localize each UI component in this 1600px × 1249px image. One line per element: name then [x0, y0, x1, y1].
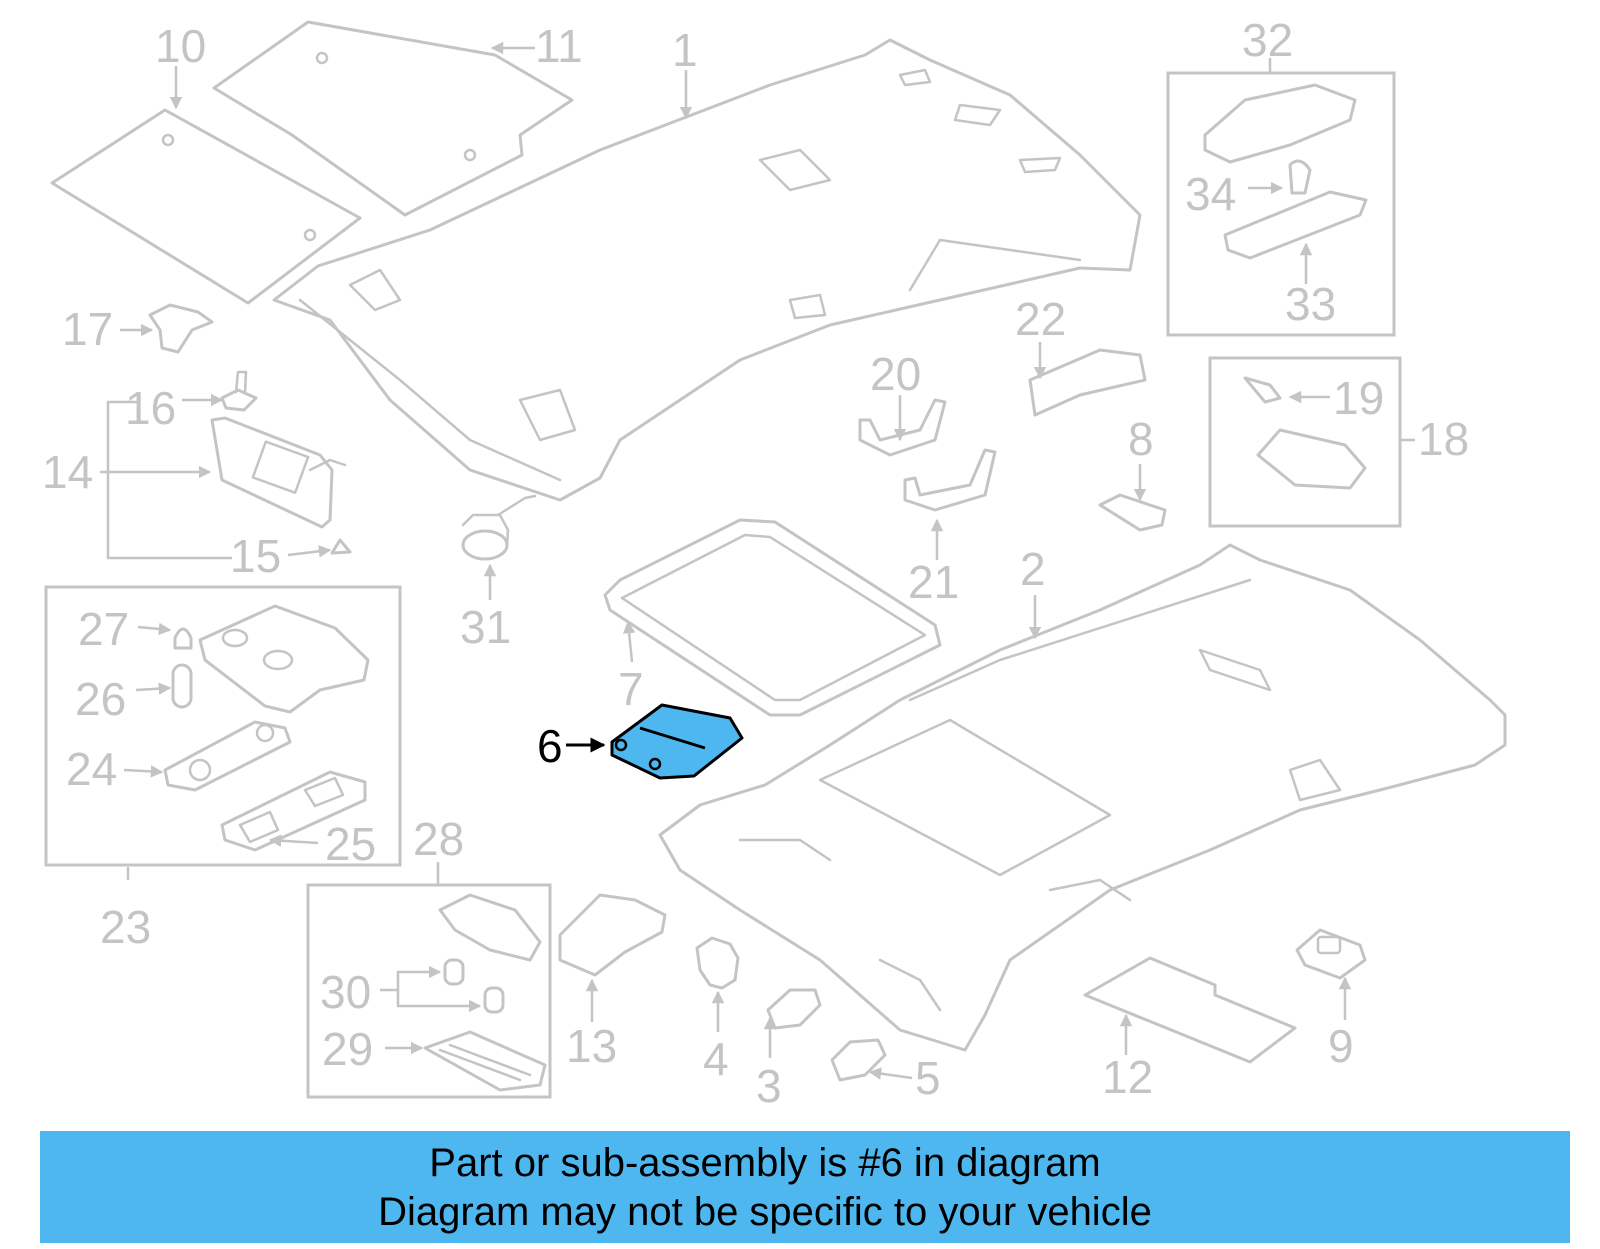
part-30-bulbs [443, 958, 505, 1014]
part-25-lens [220, 770, 367, 852]
callout-31: 31 [460, 601, 511, 653]
callout-3: 3 [756, 1060, 782, 1112]
callout-33: 33 [1285, 278, 1336, 330]
callout-30: 30 [320, 966, 371, 1018]
part-21-handle [903, 448, 997, 512]
part-24-lens [163, 720, 292, 792]
group-28-box [306, 883, 552, 1099]
part-20-handle [858, 398, 947, 457]
part-14-sunvisor [210, 416, 347, 529]
part-3-clip [766, 988, 822, 1030]
part-33-lens [1223, 190, 1368, 260]
part-7-glass [603, 518, 942, 717]
part-18-lamp [1256, 428, 1367, 490]
callout-4: 4 [703, 1033, 729, 1085]
callout-numbers: 10 11 1 32 34 33 17 22 20 16 19 8 18 14 … [42, 14, 1469, 1112]
callout-26: 26 [75, 673, 126, 725]
part-1-headliner [272, 38, 1142, 502]
callout-17: 17 [62, 303, 113, 355]
part-4-clip [695, 936, 740, 990]
callout-27: 27 [78, 603, 129, 655]
callout-19: 19 [1333, 372, 1384, 424]
callout-34: 34 [1185, 168, 1236, 220]
callout-1: 1 [672, 24, 698, 76]
callout-13: 13 [566, 1020, 617, 1072]
group-23-box [44, 585, 402, 867]
callout-29: 29 [322, 1023, 373, 1075]
callout-14: 14 [42, 446, 93, 498]
part-10-panel [50, 108, 362, 305]
callout-32: 32 [1242, 14, 1293, 66]
group-32-box [1166, 71, 1396, 337]
callout-6: 6 [537, 720, 563, 772]
part-22-bracket [1028, 348, 1147, 417]
part-11-panel [212, 20, 574, 217]
part-6-highlighted [610, 703, 744, 780]
callout-23: 23 [100, 901, 151, 953]
banner-line-2: Diagram may not be specific to your vehi… [378, 1190, 1152, 1234]
info-banner: Part or sub-assembly is #6 in diagram Di… [40, 1131, 1570, 1243]
part-31-lamp [461, 494, 537, 561]
callout-10: 10 [155, 20, 206, 72]
part-5-clip [830, 1038, 887, 1082]
callout-16: 16 [125, 382, 176, 434]
part-13-bracket [558, 893, 667, 977]
part-19-bulb [1243, 376, 1282, 404]
callout-25: 25 [325, 818, 376, 870]
part-34-bulb [1288, 159, 1312, 195]
part-32-console [1203, 83, 1357, 164]
part-12-panel [1083, 956, 1297, 1064]
callout-28: 28 [413, 813, 464, 865]
callout-2: 2 [1020, 543, 1046, 595]
leader-lines [100, 41, 1415, 1080]
callout-5: 5 [915, 1052, 941, 1104]
callout-18: 18 [1418, 413, 1469, 465]
callout-9: 9 [1328, 1020, 1354, 1072]
part-8-cover [1098, 493, 1167, 532]
callout-20: 20 [870, 348, 921, 400]
callout-21: 21 [908, 556, 959, 608]
part-29-lens [423, 1030, 547, 1092]
part-16-clip [220, 370, 258, 412]
callout-24: 24 [66, 743, 117, 795]
callout-22: 22 [1015, 293, 1066, 345]
part-15-clip [330, 538, 352, 555]
part-9-bracket [1295, 928, 1367, 980]
banner-line-1: Part or sub-assembly is #6 in diagram [429, 1141, 1101, 1185]
callout-15: 15 [230, 530, 281, 582]
callout-8: 8 [1128, 413, 1154, 465]
part-23-console [198, 604, 370, 714]
callout-11: 11 [535, 20, 583, 72]
part-2-headliner [658, 543, 1507, 1052]
callout-12: 12 [1102, 1051, 1153, 1103]
part-26-bulb [171, 663, 193, 709]
part-27-bulb [173, 627, 193, 650]
part-28-console [438, 893, 542, 962]
group-18-box [1208, 356, 1402, 528]
part-17-clip [148, 303, 214, 354]
callout-7: 7 [618, 663, 644, 715]
